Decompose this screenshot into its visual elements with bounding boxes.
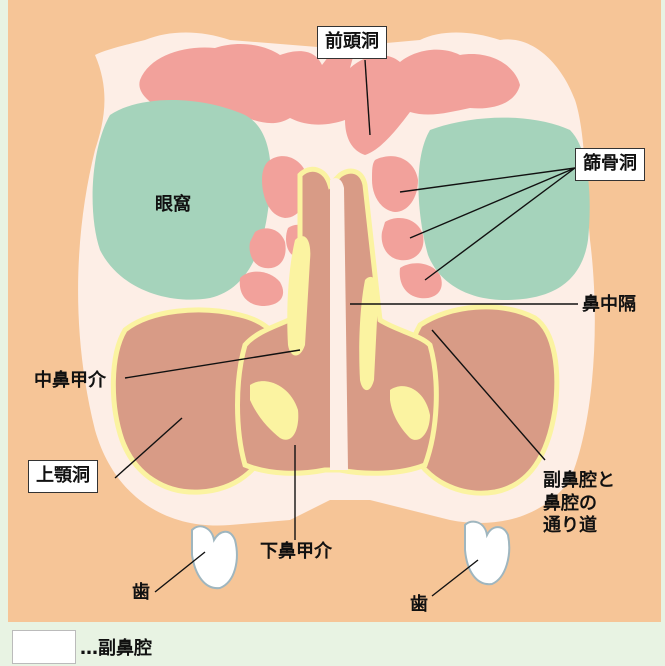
orbit-label: 眼窩 bbox=[155, 194, 191, 217]
frontal-sinus-label: 前頭洞 bbox=[317, 26, 387, 59]
ethmoid-sinus-label: 篩骨洞 bbox=[575, 148, 645, 181]
sinus-passage-label: 副鼻腔と 鼻腔の 通り道 bbox=[543, 470, 615, 538]
legend-swatch bbox=[12, 630, 76, 664]
tooth-left-label: 歯 bbox=[132, 582, 150, 605]
legend-text: …副鼻腔 bbox=[80, 634, 152, 660]
tooth-right-label: 歯 bbox=[410, 594, 428, 617]
ethmoid-cell-left-2 bbox=[250, 228, 286, 268]
nasal-septum-label: 鼻中隔 bbox=[582, 294, 636, 317]
inferior-turbinate-label: 下鼻甲介 bbox=[260, 541, 332, 564]
right-orbit bbox=[418, 118, 589, 300]
maxillary-sinus-label: 上顎洞 bbox=[28, 460, 98, 493]
middle-turbinate-label: 中鼻甲介 bbox=[34, 370, 106, 393]
